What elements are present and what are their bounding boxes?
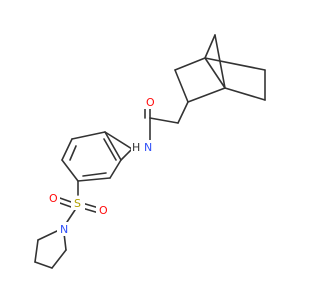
carbonyl-oxygen-label: O [146,96,155,109]
sulfonyl-oxygen-right-label: O [99,204,108,217]
benzene-ring [61,131,133,182]
amide-nitrogen-label: N [144,141,152,154]
norbornane-ring [174,34,266,103]
pyrrolidine-ring [34,230,67,269]
amide-hydrogen-label: H [132,141,140,154]
sulfur-label: S [74,197,81,210]
atom-labels: O N H S O O N [46,95,157,236]
amide-nh-bond [120,148,133,161]
acetamide-chain [144,101,189,141]
molecule-structure: O N H S O O N [34,34,266,269]
sulfonyl-oxygen-left-label: O [49,192,58,205]
pyrrolidine-nitrogen-label: N [60,223,68,236]
